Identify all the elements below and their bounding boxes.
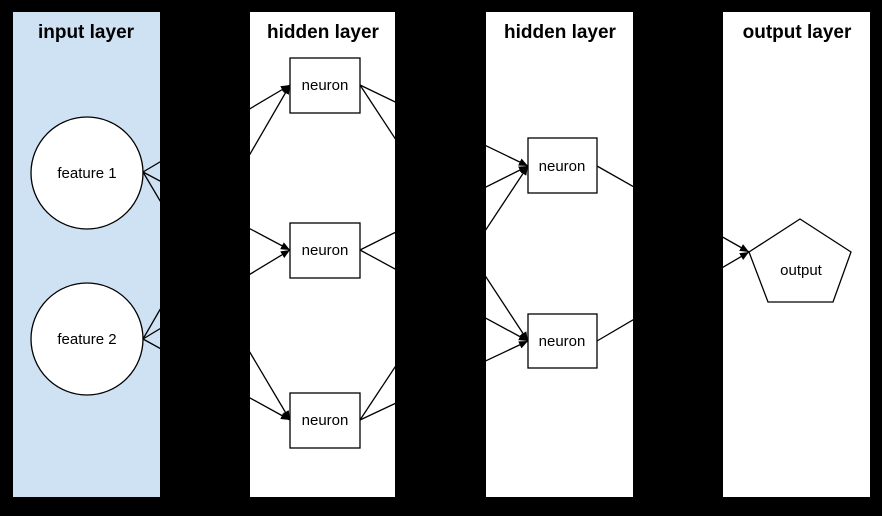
edge-h2n2-to-output (596, 251, 750, 342)
edge-feature1-to-h1n3 (142, 171, 291, 421)
edge-feature2-to-h1n3 (142, 338, 291, 421)
node-hidden1-neuron-3 (289, 392, 361, 449)
edges-hidden2-to-output (596, 165, 750, 342)
edge-feature2-to-h1n1 (142, 84, 291, 340)
edge-feature2-to-h1n2 (142, 249, 291, 340)
edges-input-to-hidden1 (142, 84, 291, 421)
edges-hidden1-to-hidden2 (359, 84, 529, 421)
hidden-layer-2-title: hidden layer (504, 22, 617, 43)
node-hidden2-neuron-1-label: neuron (539, 158, 586, 175)
node-hidden1-neuron-3-label: neuron (302, 412, 349, 429)
edge-h1n3-to-h2n2 (359, 340, 529, 421)
node-hidden1-neuron-2-label: neuron (302, 242, 349, 259)
node-hidden1-neuron-1-label: neuron (302, 77, 349, 94)
node-output (748, 218, 852, 303)
edge-h1n1-to-h2n2 (359, 84, 529, 342)
node-hidden2-neuron-1 (527, 137, 598, 194)
node-hidden2-neuron-2-label: neuron (539, 333, 586, 350)
edge-h2n1-to-output (596, 165, 750, 253)
edge-h1n2-to-h2n2 (359, 249, 529, 342)
node-output-label: output (780, 262, 823, 279)
node-hidden2-neuron-2 (527, 313, 598, 369)
edge-h1n2-to-h2n1 (359, 165, 529, 251)
output-layer-title: output layer (743, 22, 852, 43)
edge-feature1-to-h1n1 (142, 84, 291, 173)
edge-h1n1-to-h2n1 (359, 84, 529, 167)
node-feature-1-label: feature 1 (57, 165, 116, 182)
node-feature-2-label: feature 2 (57, 331, 116, 348)
input-layer-title: input layer (38, 22, 135, 43)
hidden-layer-1-title: hidden layer (267, 22, 380, 43)
panel-input-layer (13, 12, 160, 497)
panel-hidden-layer-2 (486, 12, 633, 497)
edge-h1n3-to-h2n1 (359, 165, 529, 421)
